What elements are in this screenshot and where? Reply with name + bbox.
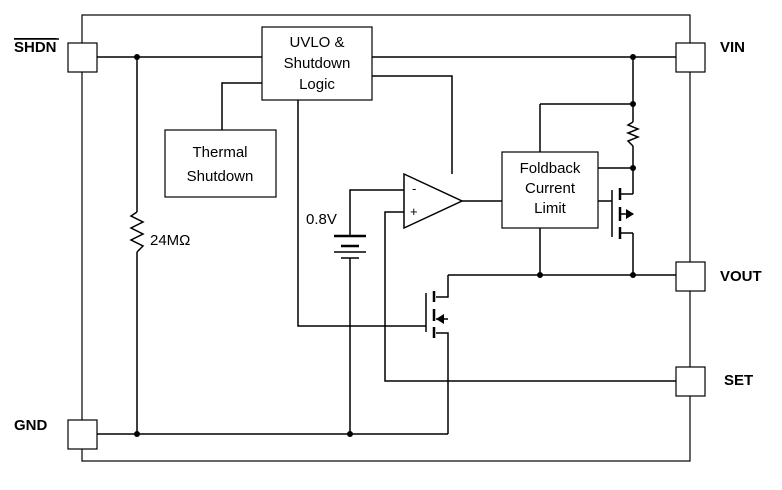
nmos-shutdown-transistor — [425, 291, 444, 338]
junction-dot — [347, 431, 353, 437]
pin-shdn: SHDN — [14, 38, 98, 73]
resistor-24m: 24MΩ — [129, 211, 190, 253]
pin-gnd-label: GND — [14, 417, 48, 434]
opamp-plus-label: + — [410, 204, 418, 219]
pin-vin-label: VIN — [720, 39, 745, 56]
junction-dot — [630, 101, 636, 107]
opamp-minus-label: - — [412, 181, 416, 196]
pin-vin: VIN — [675, 39, 745, 73]
junction-dot — [630, 165, 636, 171]
uvlo-line-2: Shutdown — [284, 55, 351, 72]
sense-resistor — [625, 121, 641, 147]
resistor-value-label: 24MΩ — [150, 232, 190, 249]
junction-dot — [134, 54, 140, 60]
thermal-block: Thermal Shutdown — [164, 129, 277, 198]
junction-dot — [630, 54, 636, 60]
thermal-line-2: Shutdown — [187, 168, 254, 185]
foldback-line-2: Current — [525, 180, 576, 197]
junction-dot — [134, 431, 140, 437]
pin-set: SET — [675, 366, 753, 397]
reference-voltage-label: 0.8V — [306, 211, 337, 228]
uvlo-block: UVLO & Shutdown Logic — [261, 26, 373, 101]
thermal-line-1: Thermal — [192, 144, 247, 161]
chip-outline — [81, 14, 691, 462]
pin-shdn-label: SHDN — [14, 39, 57, 56]
pin-gnd: GND — [14, 417, 98, 450]
junction-dots — [134, 54, 636, 437]
pin-vout-label: VOUT — [720, 268, 762, 285]
uvlo-line-3: Logic — [299, 76, 335, 93]
pin-set-label: SET — [724, 372, 753, 389]
foldback-line-3: Limit — [534, 200, 567, 217]
uvlo-line-1: UVLO & — [289, 34, 344, 51]
foldback-block: Foldback Current Limit — [501, 151, 599, 229]
pmos-pass-transistor — [611, 188, 634, 239]
junction-dot — [537, 272, 543, 278]
reference-battery: 0.8V — [306, 211, 366, 259]
junction-dot — [630, 272, 636, 278]
error-amplifier: - + — [403, 172, 464, 230]
pin-vout: VOUT — [675, 261, 762, 292]
foldback-line-1: Foldback — [520, 160, 581, 177]
